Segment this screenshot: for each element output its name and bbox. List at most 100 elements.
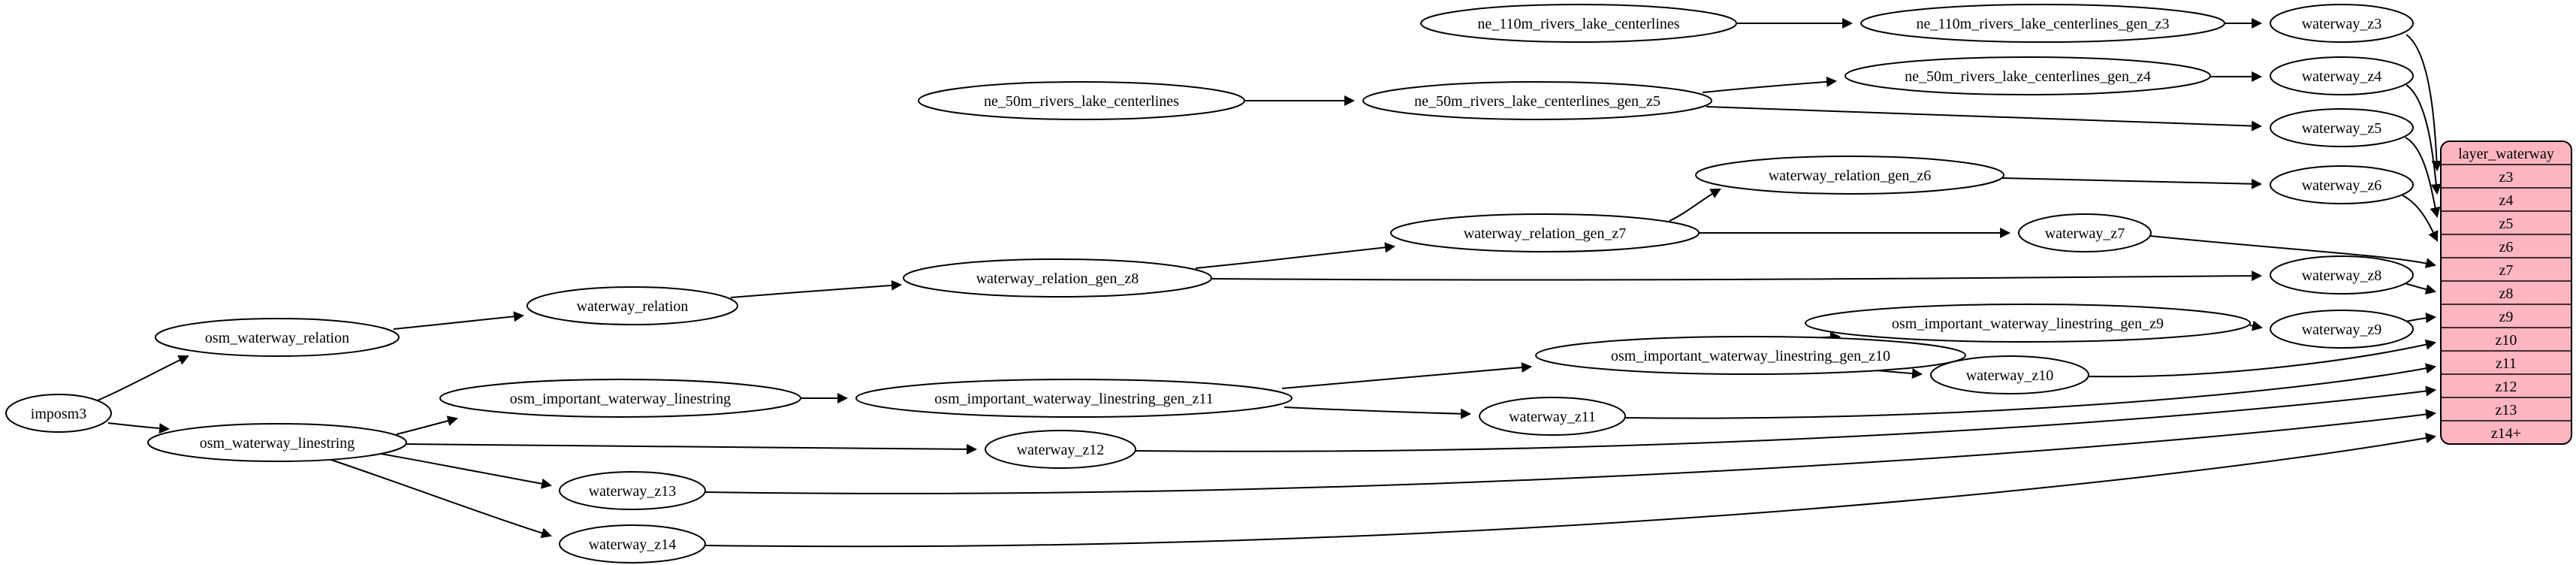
node-waterway_z7: waterway_z7 [2018, 213, 2152, 252]
edge-waterway_relation_gen_z6-waterway_z6 [2001, 177, 2263, 189]
node-waterway_relation: waterway_relation [526, 286, 738, 325]
record-row-z3: z3 [2499, 169, 2514, 186]
node-waterway_z10: waterway_z10 [1930, 355, 2089, 394]
node-ne_50m_rivers_lake_centerlines_gen_z5: ne_50m_rivers_lake_centerlines_gen_z5 [1362, 81, 1712, 120]
edge-waterway_relation_gen_z8-waterway_relation_gen_z7 [1195, 242, 1396, 269]
node-label: waterway_relation [577, 298, 689, 315]
edge-osm_waterway_linestring-waterway_z12 [406, 443, 978, 455]
record-row-z4: z4 [2499, 192, 2514, 209]
edge-osm_waterway_relation-waterway_relation [393, 311, 525, 330]
edge-waterway_relation_gen_z7-waterway_relation_gen_z6 [1669, 188, 1721, 222]
node-label: osm_important_waterway_linestring_gen_z1… [1611, 348, 1890, 364]
node-label: ne_50m_rivers_lake_centerlines_gen_z5 [1414, 93, 1661, 110]
node-label: waterway_z8 [2302, 267, 2382, 284]
node-label: osm_important_waterway_linestring [510, 391, 731, 407]
node-label: waterway_z14 [589, 536, 677, 553]
node-label: osm_waterway_relation [205, 330, 349, 346]
edge-osm_waterway_linestring-waterway_z13 [376, 452, 553, 489]
record-row-z10: z10 [2496, 332, 2517, 349]
node-waterway_relation_gen_z8: waterway_relation_gen_z8 [903, 258, 1212, 298]
node-ne_50m_rivers_lake_centerlines_gen_z4: ne_50m_rivers_lake_centerlines_gen_z4 [1845, 56, 2211, 95]
record-row-z7: z7 [2499, 262, 2514, 279]
node-label: waterway_z10 [1966, 367, 2054, 384]
node-label: waterway_z12 [1017, 442, 1105, 458]
node-label: waterway_z5 [2302, 120, 2382, 137]
node-label: waterway_relation_gen_z7 [1464, 225, 1627, 242]
node-ne_110m_rivers_lake_centerlines: ne_110m_rivers_lake_centerlines [1420, 4, 1737, 43]
edges [93, 18, 2442, 548]
record-row-z9: z9 [2499, 309, 2514, 325]
node-label: waterway_z9 [2302, 322, 2382, 338]
node-label: waterway_z7 [2045, 225, 2125, 242]
node-label: osm_important_waterway_linestring_gen_z1… [934, 391, 1213, 407]
edge-waterway_z6-row_z6 [2402, 195, 2439, 242]
edge-waterway_z12-row_z12 [1135, 385, 2437, 452]
node-waterway_z5: waterway_z5 [2270, 108, 2414, 147]
node-ne_110m_rivers_lake_centerlines_gen_z3: ne_110m_rivers_lake_centerlines_gen_z3 [1860, 4, 2225, 43]
node-waterway_z9: waterway_z9 [2270, 310, 2414, 349]
edge-imposm3-osm_waterway_linestring [107, 422, 170, 434]
node-osm_important_waterway_linestring_gen_z11: osm_important_waterway_linestring_gen_z1… [855, 379, 1293, 418]
record-row-z14: z14+ [2491, 425, 2521, 442]
node-label: waterway_relation_gen_z6 [1769, 168, 1932, 184]
record-row-z6: z6 [2499, 239, 2514, 255]
node-waterway_z4: waterway_z4 [2270, 56, 2414, 95]
node-label: waterway_z4 [2302, 68, 2382, 85]
edge-gen_z9-waterway_z9 [2249, 320, 2264, 331]
node-waterway_relation_gen_z6: waterway_relation_gen_z6 [1695, 156, 2004, 195]
edge-imposm3-osm_waterway_relation [93, 355, 189, 403]
edge-waterway_z8-row_z8 [2404, 282, 2437, 295]
node-waterway_z11: waterway_z11 [1479, 397, 1626, 436]
node-osm_important_waterway_linestring_gen_z10: osm_important_waterway_linestring_gen_z1… [1535, 336, 1966, 375]
edge-waterway_z14-row_z14 [704, 433, 2437, 548]
node-label: ne_110m_rivers_lake_centerlines [1477, 16, 1679, 32]
node-label: waterway_relation_gen_z8 [976, 270, 1139, 287]
edge-waterway_z13-row_z13 [704, 409, 2437, 494]
edge-waterway_z5-row_z5 [2405, 137, 2441, 219]
node-waterway_z12: waterway_z12 [985, 430, 1136, 469]
node-label: waterway_z3 [2302, 16, 2382, 32]
record-row-z11: z11 [2496, 355, 2517, 372]
edge-waterway_z10-row_z10 [2087, 339, 2437, 378]
edge-gen_z11-waterway_z11 [1283, 406, 1472, 419]
node-layer_waterway: layer_waterway z3 z4 z5 z6 z7 z8 z9 z10 … [2440, 140, 2572, 445]
node-waterway_z13: waterway_z13 [559, 471, 706, 510]
node-label: osm_waterway_linestring [200, 435, 355, 452]
edge-waterway_z7-row_z7 [2149, 235, 2437, 268]
edge-waterway_relation-waterway_relation_gen_z8 [730, 279, 903, 298]
record-row-z13: z13 [2496, 402, 2517, 418]
node-label: waterway_z6 [2302, 177, 2382, 194]
record-row-z5: z5 [2499, 216, 2514, 232]
edge-waterway_z4-row_z4 [2406, 84, 2442, 195]
node-label: osm_important_waterway_linestring_gen_z9 [1892, 316, 2164, 332]
edge-gen_z5-gen_z4 [1702, 76, 1838, 93]
edge-gen_z11-gen_z10 [1281, 362, 1533, 389]
record-row-z12: z12 [2496, 379, 2517, 395]
node-label: waterway_z11 [1509, 409, 1596, 425]
record-row-z8: z8 [2499, 286, 2514, 302]
node-label: ne_110m_rivers_lake_centerlines_gen_z3 [1917, 16, 2170, 32]
node-ne_50m_rivers_lake_centerlines: ne_50m_rivers_lake_centerlines [918, 81, 1245, 120]
node-waterway_z8: waterway_z8 [2270, 255, 2414, 295]
edge-osm_waterway_linestring-waterway_z14 [328, 458, 553, 539]
edge-waterway_relation_gen_z8-waterway_z8 [1211, 270, 2263, 282]
node-waterway_z6: waterway_z6 [2270, 165, 2414, 204]
node-waterway_z14: waterway_z14 [559, 524, 706, 563]
node-waterway_relation_gen_z7: waterway_relation_gen_z7 [1390, 213, 1700, 252]
edge-waterway_z9-row_z9 [2405, 313, 2437, 323]
node-osm_important_waterway_linestring: osm_important_waterway_linestring [439, 379, 801, 418]
node-osm_important_waterway_linestring_gen_z9: osm_important_waterway_linestring_gen_z9 [1805, 304, 2251, 343]
node-osm_waterway_linestring: osm_waterway_linestring [147, 423, 407, 462]
edge-osm_waterway_linestring-osm_important_waterway_linestring [396, 415, 459, 435]
node-imposm3: imposm3 [5, 394, 112, 433]
node-label: waterway_z13 [589, 483, 677, 500]
node-waterway_z3: waterway_z3 [2270, 4, 2414, 43]
node-label: ne_50m_rivers_lake_centerlines [984, 93, 1179, 110]
edge-waterway_z3-row_z3 [2406, 34, 2442, 172]
record-title: layer_waterway [2458, 146, 2554, 162]
edge-gen_z5-waterway_z5 [1706, 106, 2263, 131]
node-osm_waterway_relation: osm_waterway_relation [155, 318, 400, 357]
node-label: imposm3 [31, 406, 86, 422]
nodes: imposm3 osm_waterway_relation osm_waterw… [5, 4, 2414, 563]
